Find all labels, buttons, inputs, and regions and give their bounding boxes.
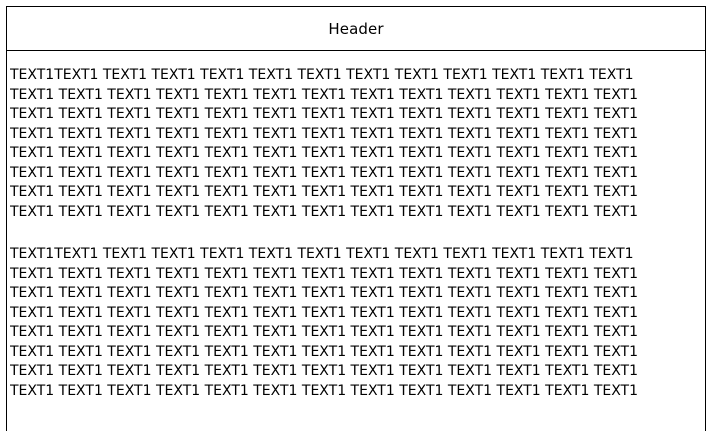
text-line: TEXT1 TEXT1 TEXT1 TEXT1 TEXT1 TEXT1 TEXT…: [10, 203, 639, 220]
panel-body: TEXT1TEXT1 TEXT1 TEXT1 TEXT1 TEXT1 TEXT1…: [7, 51, 705, 401]
header-title: Header: [328, 19, 384, 38]
text-line: TEXT1 TEXT1 TEXT1 TEXT1 TEXT1 TEXT1 TEXT…: [10, 106, 639, 122]
text-line: TEXT1 TEXT1 TEXT1 TEXT1 TEXT1 TEXT1 TEXT…: [10, 145, 639, 161]
panel-header: Header: [7, 7, 705, 51]
text-line: TEXT1TEXT1 TEXT1 TEXT1 TEXT1 TEXT1 TEXT1…: [10, 67, 634, 83]
text-line: TEXT1 TEXT1 TEXT1 TEXT1 TEXT1 TEXT1 TEXT…: [10, 164, 639, 181]
text-paragraph-2: TEXT1TEXT1 TEXT1 TEXT1 TEXT1 TEXT1 TEXT1…: [10, 245, 705, 401]
text-line: TEXT1TEXT1 TEXT1 TEXT1 TEXT1 TEXT1 TEXT1…: [10, 246, 634, 262]
text-line: TEXT1 TEXT1 TEXT1 TEXT1 TEXT1 TEXT1 TEXT…: [10, 125, 639, 142]
text-line: TEXT1 TEXT1 TEXT1 TEXT1 TEXT1 TEXT1 TEXT…: [10, 184, 639, 200]
text-paragraph-1: TEXT1TEXT1 TEXT1 TEXT1 TEXT1 TEXT1 TEXT1…: [10, 66, 705, 222]
text-line: TEXT1 TEXT1 TEXT1 TEXT1 TEXT1 TEXT1 TEXT…: [10, 265, 639, 282]
text-line: TEXT1 TEXT1 TEXT1 TEXT1 TEXT1 TEXT1 TEXT…: [10, 86, 639, 103]
text-line: TEXT1 TEXT1 TEXT1 TEXT1 TEXT1 TEXT1 TEXT…: [10, 304, 639, 321]
text-line: TEXT1 TEXT1 TEXT1 TEXT1 TEXT1 TEXT1 TEXT…: [10, 363, 639, 379]
text-line: TEXT1 TEXT1 TEXT1 TEXT1 TEXT1 TEXT1 TEXT…: [10, 382, 639, 399]
text-line: TEXT1 TEXT1 TEXT1 TEXT1 TEXT1 TEXT1 TEXT…: [10, 343, 639, 360]
content-panel: Header TEXT1TEXT1 TEXT1 TEXT1 TEXT1 TEXT…: [6, 6, 706, 431]
text-line: TEXT1 TEXT1 TEXT1 TEXT1 TEXT1 TEXT1 TEXT…: [10, 285, 639, 301]
text-line: TEXT1 TEXT1 TEXT1 TEXT1 TEXT1 TEXT1 TEXT…: [10, 324, 639, 340]
